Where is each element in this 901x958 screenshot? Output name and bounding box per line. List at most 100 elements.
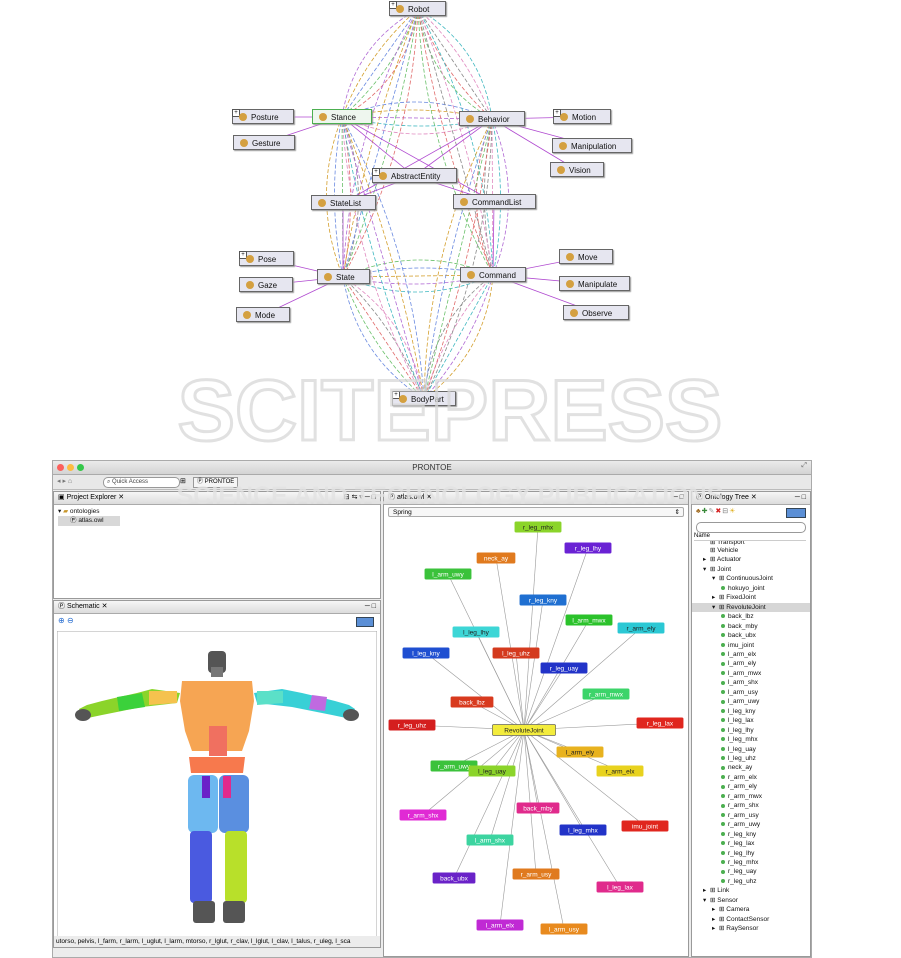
graph-node-r-arm-uwy[interactable]: r_arm_uwy — [430, 760, 478, 772]
view-controls[interactable]: ─ □ — [672, 494, 684, 501]
delete-icon[interactable]: ✖ — [715, 508, 723, 515]
fullscreen-icon[interactable]: ⤢ — [801, 462, 807, 469]
expander-icon[interactable]: ▸ — [712, 906, 716, 914]
tree-column-header[interactable]: Name — [694, 533, 806, 541]
close-window-icon[interactable] — [57, 464, 64, 471]
node-observe[interactable]: Observe — [563, 305, 629, 320]
tree-individual-row[interactable]: r_leg_kny — [692, 830, 810, 839]
node-behavior[interactable]: Behavior — [459, 111, 525, 126]
expander-icon[interactable]: ▸ — [712, 925, 716, 933]
tree-individual-row[interactable]: r_leg_uay — [692, 867, 810, 876]
graph-node-r-leg-mhx[interactable]: r_leg_mhx — [514, 521, 562, 533]
project-explorer-tab[interactable]: ▣ Project Explorer ✕⊟ ⇆ ▿ ─ □ — [54, 492, 380, 505]
graph-node-back-ubx[interactable]: back_ubx — [432, 872, 476, 884]
graph-node-r-leg-uay[interactable]: r_leg_uay — [540, 662, 588, 674]
tree-individual-row[interactable]: back_ubx — [692, 631, 810, 640]
tree-class-row[interactable]: ⊞ Vehicle — [692, 546, 810, 555]
node-robot[interactable]: +Robot — [389, 1, 446, 16]
layout-select[interactable]: Spring⇕ — [388, 507, 684, 517]
expander-icon[interactable]: ▾ — [712, 603, 716, 611]
tree-class-row[interactable]: ▾ ⊞ RevoluteJoint — [692, 602, 810, 613]
tree-class-row[interactable]: ⊞ Transport — [692, 541, 810, 546]
robot-schematic[interactable] — [57, 631, 377, 939]
graph-node-l-arm-uwy[interactable]: l_arm_uwy — [424, 568, 472, 580]
tree-class-row[interactable]: ▸ ⊞ Camera — [692, 905, 810, 914]
node-manipulation[interactable]: Manipulation — [552, 138, 632, 153]
tree-individual-row[interactable]: l_leg_lhy — [692, 726, 810, 735]
graph-node-l-arm-mwx[interactable]: l_arm_mwx — [565, 614, 613, 626]
node-command[interactable]: Command — [460, 267, 526, 282]
tree-individual-row[interactable]: r_arm_ely — [692, 782, 810, 791]
graph-node-back-mby[interactable]: back_mby — [516, 802, 560, 814]
view-controls[interactable]: ─ □ — [364, 603, 376, 610]
expander-icon[interactable]: ▸ — [712, 594, 716, 602]
tree-individual-row[interactable]: l_arm_elx — [692, 650, 810, 659]
node-pose[interactable]: +Pose — [239, 251, 294, 266]
node-commandlist[interactable]: CommandList — [453, 194, 536, 209]
lightbulb-icon[interactable]: ☀ — [729, 508, 737, 515]
tree-individual-row[interactable]: back_lbz — [692, 612, 810, 621]
tree-individual-row[interactable]: r_leg_mhx — [692, 858, 810, 867]
toolbar-nav-icons[interactable]: ◂ ▸ ⌂ — [57, 478, 73, 485]
node-mode[interactable]: Mode — [236, 307, 290, 322]
tree-individual-row[interactable]: l_leg_mhx — [692, 735, 810, 744]
graph-node-r-leg-lax[interactable]: r_leg_lax — [636, 717, 684, 729]
graph-node-r-arm-mwx[interactable]: r_arm_mwx — [582, 688, 630, 700]
node-gaze[interactable]: Gaze — [239, 277, 293, 292]
schematic-tab[interactable]: Ⓟ Schematic ✕─ □ — [54, 601, 380, 614]
graph-node-l-leg-uay[interactable]: l_leg_uay — [468, 765, 516, 777]
node-motion[interactable]: +Motion — [553, 109, 611, 124]
ontology-tree-tab[interactable]: Ⓟ Ontology Tree ✕─ □ — [692, 492, 810, 505]
edit-icon[interactable]: ✎ — [708, 508, 716, 515]
node-move[interactable]: Move — [559, 249, 613, 264]
tree-individual-row[interactable]: l_arm_uwy — [692, 697, 810, 706]
graph-node-l-arm-shx[interactable]: l_arm_shx — [466, 834, 514, 846]
tree-individual-row[interactable]: l_arm_ely — [692, 659, 810, 668]
tree-class-row[interactable]: ▾ ⊞ ContinuousJoint — [692, 574, 810, 583]
graph-node-l-arm-ely[interactable]: l_arm_ely — [556, 746, 604, 758]
toggle-view-icon[interactable] — [356, 617, 374, 627]
graph-node-l-leg-kny[interactable]: l_leg_kny — [402, 647, 450, 659]
graph-node-l-arm-elx[interactable]: l_arm_elx — [476, 919, 524, 931]
graph-node-r-leg-lhy[interactable]: r_leg_lhy — [564, 542, 612, 554]
tree-individual-row[interactable]: r_arm_shx — [692, 801, 810, 810]
node-statelist[interactable]: StateList — [311, 195, 376, 210]
tree-individual-row[interactable]: hokuyo_joint — [692, 584, 810, 593]
tree-individual-row[interactable]: l_arm_shx — [692, 678, 810, 687]
quick-access-input[interactable]: ⌕ Quick Access — [103, 477, 180, 488]
tree-class-row[interactable]: ▸ ⊞ ContactSensor — [692, 915, 810, 924]
collapse-all-icon[interactable]: ⊟ — [722, 508, 730, 515]
node-manipulate[interactable]: Manipulate — [559, 276, 630, 291]
tree-individual-row[interactable]: l_leg_lax — [692, 716, 810, 725]
tree-class-row[interactable]: ▸ ⊞ RaySensor — [692, 924, 810, 933]
tree-individual-row[interactable]: imu_joint — [692, 641, 810, 650]
add-individual-icon[interactable]: ✚ — [701, 508, 709, 515]
open-perspective-icon[interactable]: ⊞ — [180, 478, 186, 485]
tree-individual-row[interactable]: neck_ay — [692, 763, 810, 772]
tree-individual-row[interactable]: r_arm_uwy — [692, 820, 810, 829]
graph-node-l-leg-mhx[interactable]: l_leg_mhx — [559, 824, 607, 836]
tree-filter-input[interactable] — [696, 522, 806, 533]
graph-node-r-leg-uhz[interactable]: r_leg_uhz — [388, 719, 436, 731]
expander-icon[interactable]: ▾ — [703, 565, 707, 573]
tree-individual-row[interactable]: l_leg_kny — [692, 707, 810, 716]
view-controls[interactable]: ─ □ — [794, 494, 806, 501]
minimize-window-icon[interactable] — [67, 464, 74, 471]
perspective-button[interactable]: Ⓟ PRONTOE — [193, 477, 239, 488]
tree-class-row[interactable]: ▸ ⊞ Actuator — [692, 555, 810, 564]
expander-icon[interactable]: ▾ — [703, 896, 707, 904]
tree-individual-row[interactable]: r_leg_lhy — [692, 849, 810, 858]
graph-node-r-arm-shx[interactable]: r_arm_shx — [399, 809, 447, 821]
expander-icon[interactable]: ▸ — [703, 556, 707, 564]
tree-individual-row[interactable]: l_leg_uhz — [692, 754, 810, 763]
graph-node-l-arm-usy[interactable]: l_arm_usy — [540, 923, 588, 935]
tree-individual-row[interactable]: r_leg_uhz — [692, 877, 810, 886]
graph-node-r-arm-ely[interactable]: r_arm_ely — [617, 622, 665, 634]
graph-node-neck-ay[interactable]: neck_ay — [476, 552, 516, 564]
graph-node-r-arm-usy[interactable]: r_arm_usy — [512, 868, 560, 880]
graph-node-l-leg-lax[interactable]: l_leg_lax — [596, 881, 644, 893]
tree-individual-row[interactable]: r_arm_usy — [692, 811, 810, 820]
tree-individual-row[interactable]: l_leg_uay — [692, 745, 810, 754]
zoom-window-icon[interactable] — [77, 464, 84, 471]
tree-item-ontologies[interactable]: ▾ ▰ ontologies — [58, 508, 100, 515]
